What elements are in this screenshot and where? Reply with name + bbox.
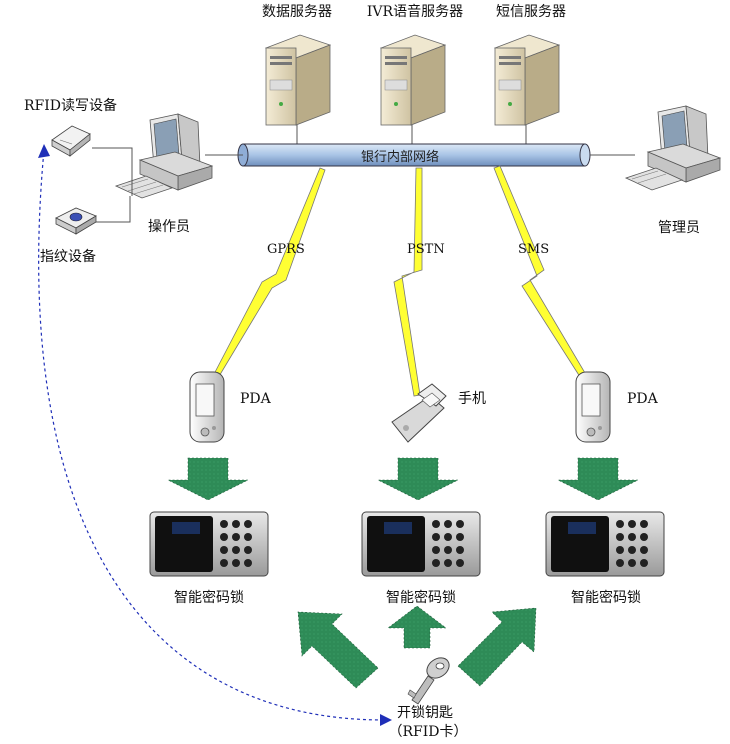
down-arrow-center (377, 457, 459, 501)
key-sublabel: （RFID卡） (388, 724, 468, 740)
sms-server-label: 短信服务器 (496, 4, 566, 20)
up-arrow-center (387, 605, 447, 649)
pstn-lightning-bolt (393, 167, 423, 397)
gprs-lightning-bolt (212, 167, 326, 379)
lock-left-label: 智能密码锁 (174, 590, 244, 606)
rfid-key-icon (407, 657, 450, 705)
data-server-icon (264, 34, 332, 126)
gprs-label: GPRS (267, 242, 305, 257)
pda-right-icon (575, 371, 611, 443)
lock-right-label: 智能密码锁 (571, 590, 641, 606)
up-arrow-right (457, 607, 537, 687)
smart-lock-right-icon (545, 511, 665, 577)
ivr-server-label: IVR语音服务器 (366, 4, 464, 20)
rfid-reader-label: RFID读写设备 (24, 98, 118, 114)
operator-computer-icon (114, 113, 214, 199)
sms-server-icon (493, 34, 561, 126)
sms-lightning-bolt (493, 165, 589, 381)
pstn-label: PSTN (407, 242, 445, 257)
data-server-label: 数据服务器 (262, 4, 332, 20)
ivr-server-icon (379, 34, 447, 126)
down-arrow-right (557, 457, 639, 501)
pda-right-label: PDA (627, 391, 658, 407)
sms-label: SMS (518, 242, 550, 257)
pda-left-label: PDA (240, 391, 271, 407)
smart-lock-center-icon (361, 511, 481, 577)
smart-lock-left-icon (149, 511, 269, 577)
operator-label: 操作员 (148, 219, 190, 235)
key-label: 开锁钥匙 (397, 705, 453, 721)
rfid-reader-icon (51, 125, 91, 157)
fingerprint-device-icon (55, 207, 97, 235)
rfid-dashed-link (38, 144, 392, 726)
mobile-phone-icon (391, 383, 447, 443)
lock-center-label: 智能密码锁 (386, 590, 456, 606)
phone-label: 手机 (458, 391, 486, 407)
up-arrow-left (297, 611, 379, 689)
pda-left-icon (189, 371, 225, 443)
admin-label: 管理员 (658, 220, 700, 236)
network-label: 银行内部网络 (360, 150, 439, 165)
fingerprint-label: 指纹设备 (40, 249, 96, 265)
down-arrow-left (167, 457, 249, 501)
admin-computer-icon (624, 105, 722, 191)
